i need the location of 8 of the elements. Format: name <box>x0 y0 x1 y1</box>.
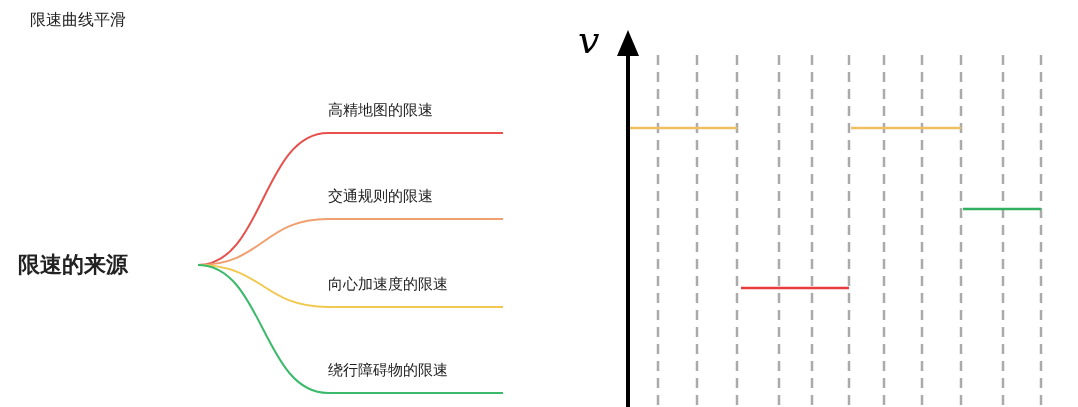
branch-line <box>197 264 329 394</box>
node-text: 限速的来源 <box>18 251 128 279</box>
node-text: 绕行障碍物的限速 <box>328 360 448 380</box>
axis-label: v <box>578 20 600 60</box>
title: 限速曲线平滑 <box>30 10 126 31</box>
node-text: 向心加速度的限速 <box>328 274 448 294</box>
node-text: 交通规则的限速 <box>328 186 433 206</box>
node-text: 高精地图的限速 <box>328 100 433 120</box>
